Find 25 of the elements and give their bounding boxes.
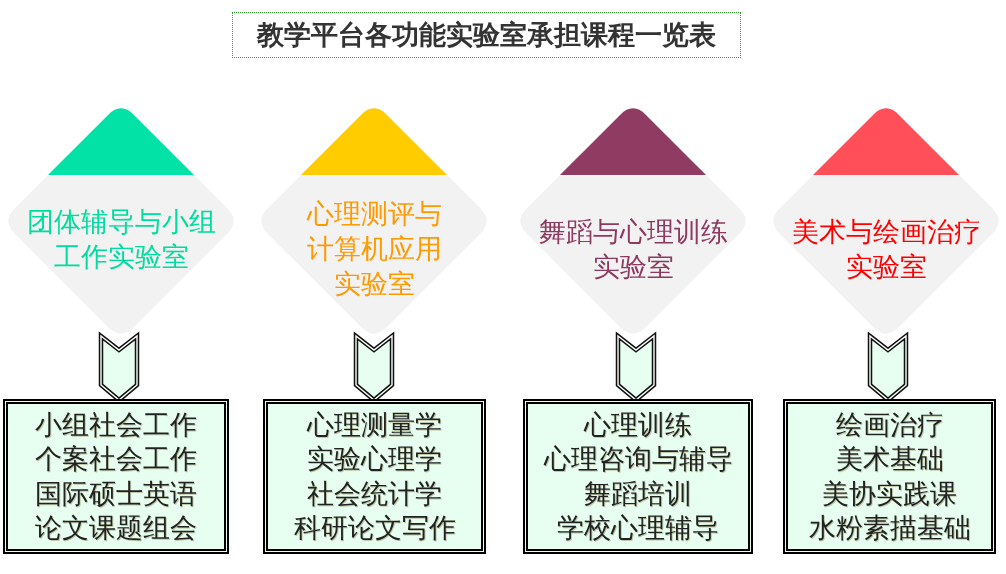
- course-name: 心理训练: [584, 408, 692, 442]
- course-name: 心理测量学: [307, 408, 442, 442]
- course-box: [783, 399, 996, 554]
- title-banner: 教学平台各功能实验室承担课程一览表: [232, 12, 741, 58]
- course-name: 美术基础: [835, 443, 944, 476]
- course-box: [263, 399, 486, 554]
- course-name: 科研论文写作: [293, 512, 456, 545]
- course-name: 水粉素描基础: [808, 512, 971, 545]
- course-name: 实验心理学: [307, 443, 442, 476]
- course-name: 心理咨询与辅导: [543, 443, 733, 476]
- lab-name: 心理测评与计算机应用实验室: [305, 198, 443, 301]
- course-name: 绘画治疗: [835, 408, 944, 442]
- lab-name: 美术与绘画治疗实验室: [790, 216, 982, 284]
- lab-name: 团体辅导与小组工作实验室: [25, 206, 217, 274]
- course-name: 舞蹈培训: [584, 477, 692, 511]
- course-box: [523, 399, 753, 554]
- course-box: [3, 399, 229, 554]
- course-name: 学校心理辅导: [557, 512, 719, 545]
- course-name: 社会统计学: [307, 477, 442, 511]
- course-name: 个案社会工作: [35, 443, 197, 476]
- lab-name: 舞蹈与心理训练实验室: [537, 216, 729, 284]
- course-name: 国际硕士英语: [35, 477, 197, 511]
- course-name: 美协实践课: [822, 477, 957, 511]
- course-name: 论文课题组会: [35, 512, 197, 545]
- course-name: 小组社会工作: [35, 408, 197, 442]
